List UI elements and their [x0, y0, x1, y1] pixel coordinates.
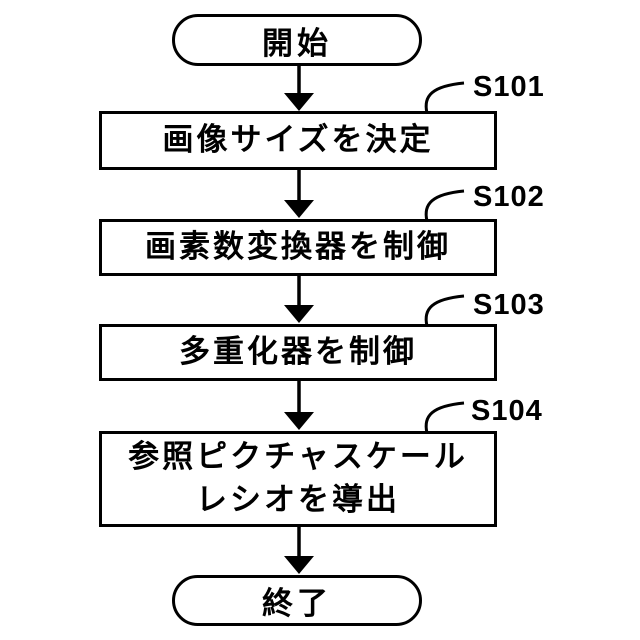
step-label-connector — [424, 294, 465, 327]
flow-arrow-head — [284, 305, 314, 323]
process-box-s101: 画像サイズを決定 — [99, 111, 497, 170]
step-id-label-s103: S103 — [473, 289, 545, 321]
step-id-label-s104: S104 — [471, 395, 543, 427]
flow-arrow-head — [284, 556, 314, 574]
step-id-label-s101: S101 — [473, 71, 545, 103]
process-box-s102: 画素数変換器を制御 — [99, 219, 497, 276]
process-label: 画像サイズを決定 — [162, 122, 434, 158]
process-label: 多重化器を制御 — [179, 334, 417, 370]
step-id-label-s102: S102 — [473, 181, 545, 213]
step-label-connector — [424, 189, 465, 222]
start-terminal: 開始 — [172, 14, 422, 66]
flow-arrow-head — [284, 93, 314, 111]
flow-arrow-head — [284, 412, 314, 430]
start-terminal-label: 開始 — [262, 25, 332, 61]
step-label-connector — [424, 401, 465, 434]
process-label: 画素数変換器を制御 — [145, 229, 451, 265]
end-terminal-label: 終了 — [262, 586, 332, 621]
process-label-line2: レシオを導出 — [196, 482, 400, 517]
process-box-s103: 多重化器を制御 — [99, 324, 497, 381]
step-label-connector — [424, 81, 465, 114]
end-terminal: 終了 — [172, 575, 422, 626]
process-box-s104: 参照ピクチャスケール レシオを導出 — [99, 431, 497, 527]
flow-arrow-head — [284, 200, 314, 218]
process-label-line1: 参照ピクチャスケール — [128, 439, 468, 475]
